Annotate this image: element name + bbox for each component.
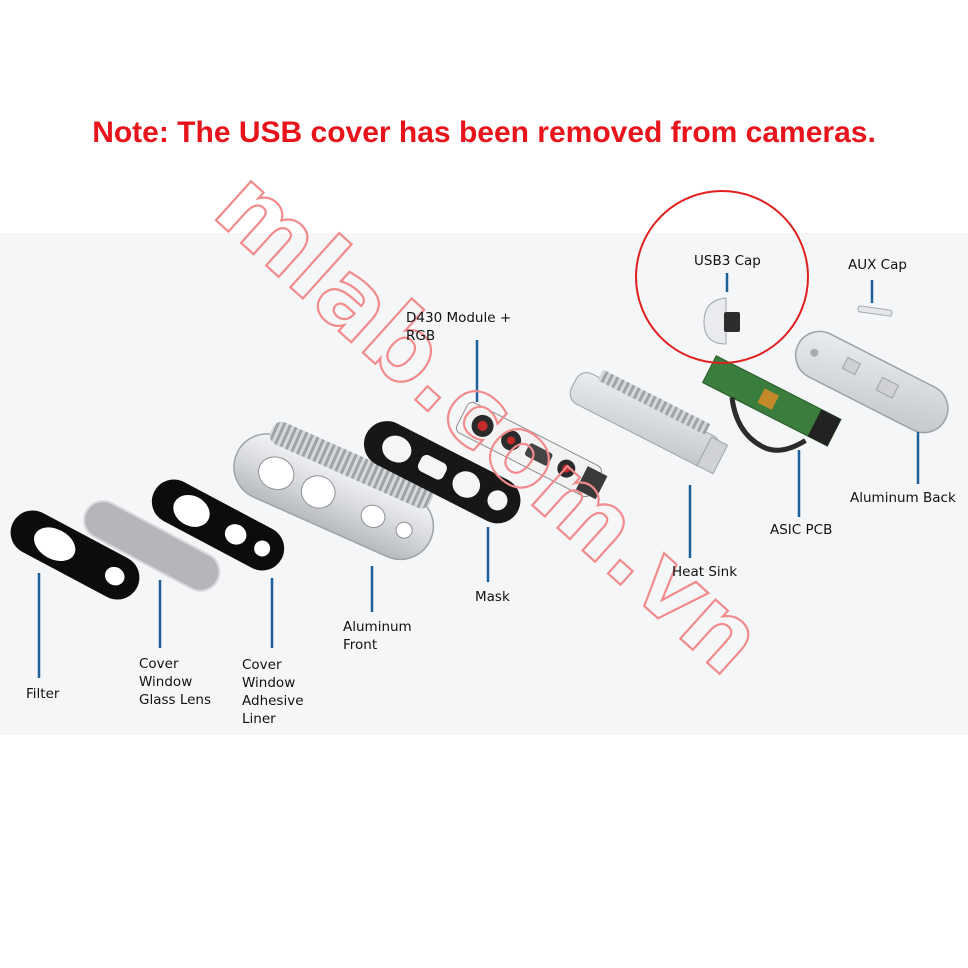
label-heat-sink: Heat Sink [672, 564, 738, 580]
aluminum-back-part [794, 330, 949, 434]
label-usb3-cap: USB3 Cap [694, 253, 761, 269]
label-cover-window-adhesive-liner: Cover Window Adhesive Liner [242, 657, 304, 727]
glass-lens-part [83, 500, 221, 592]
note-heading: Note: The USB cover has been removed fro… [92, 116, 876, 149]
label-mask: Mask [475, 589, 510, 605]
label-cover-window-glass-lens: Cover Window Glass Lens [139, 656, 212, 708]
label-aux-cap: AUX Cap [848, 257, 907, 273]
usb3-cap-part [703, 297, 740, 345]
label-filter: Filter [26, 686, 60, 702]
filter-part [10, 510, 140, 600]
leader-lines [37, 273, 920, 678]
adhesive-liner-part [151, 479, 285, 571]
mask-part [363, 421, 521, 524]
label-aluminum-back: Aluminum Back [850, 490, 956, 506]
label-d430-module-rgb: D430 Module + RGB [406, 310, 512, 344]
usb-highlight-circle [635, 190, 809, 364]
aluminum-front-part [233, 421, 435, 561]
asic-pcb-part [701, 355, 842, 453]
label-asic-pcb: ASIC PCB [770, 522, 833, 538]
heat-sink-part [569, 369, 729, 475]
d430-module-part [455, 401, 608, 500]
label-aluminum-front: Aluminum Front [343, 619, 412, 653]
aux-cap-part [857, 305, 893, 317]
